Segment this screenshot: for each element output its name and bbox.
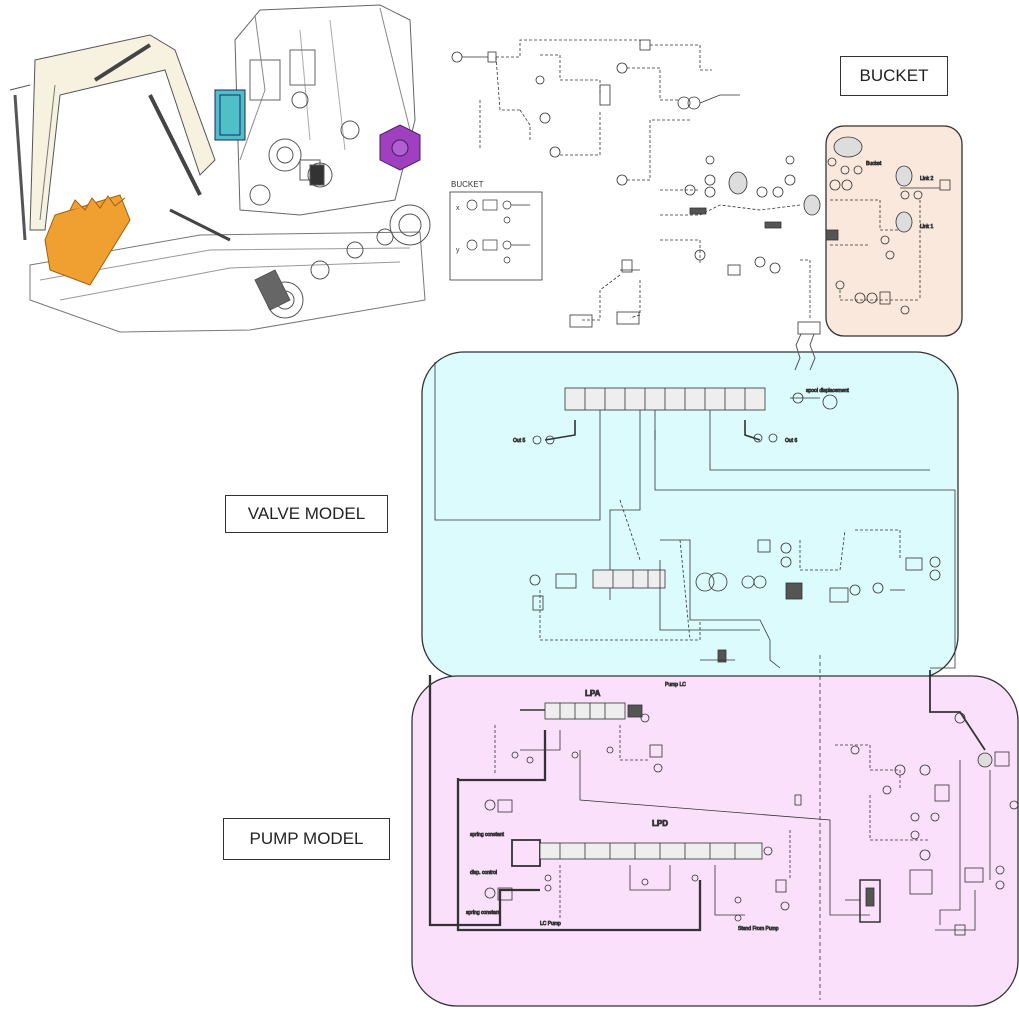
disp-control-label: disp. control [470,870,497,876]
spring-constant-label: spring constant [470,832,505,838]
link1-label: Link 1 [920,224,934,230]
bucket-region [825,125,963,337]
lpa-label: LPA [585,689,601,698]
spring-constant-label-2: spring constant [466,910,501,916]
lpd-label: LPD [652,819,668,828]
valve-model-text: VALVE MODEL [247,504,366,523]
valve-schematic: spool displacement Out 5 Out 6 [434,362,956,669]
pump-region [411,675,1019,1007]
excavator-illustration [9,4,431,333]
inset-title: BUCKET [451,180,484,189]
inset-x-label: x [456,205,460,212]
hoses [794,333,816,371]
valve-model-callout: VALVE MODEL [225,495,388,533]
out6-label: Out 6 [785,438,797,444]
bucket-region-schematic: Bucket Link 2 Link 1 [825,136,951,315]
link2-label: Link 2 [920,176,934,182]
bucket-callout-text: BUCKET [859,66,929,85]
bucket-kinematics-schematic [451,39,821,335]
inset-y-label: y [456,247,460,254]
pump-model-text: PUMP MODEL [249,829,364,848]
stand-from-pump-label: Stand From Pump [738,926,779,932]
lc-pump-label: LC Pump [540,921,561,927]
bucket-callout: BUCKET [840,56,948,96]
pump-lc-label: Pump LC [665,682,686,688]
pump-model-callout: PUMP MODEL [223,818,390,860]
spool-displacement-label: spool displacement [806,388,849,394]
pump-schematic: LPA Pump LC spring constant disp. contro… [428,655,1019,1000]
bucket-inset: BUCKET x y [449,180,543,281]
out5-label: Out 5 [513,438,525,444]
bucket-attachment [44,194,131,286]
bucket-block-label: Bucket [866,161,882,167]
